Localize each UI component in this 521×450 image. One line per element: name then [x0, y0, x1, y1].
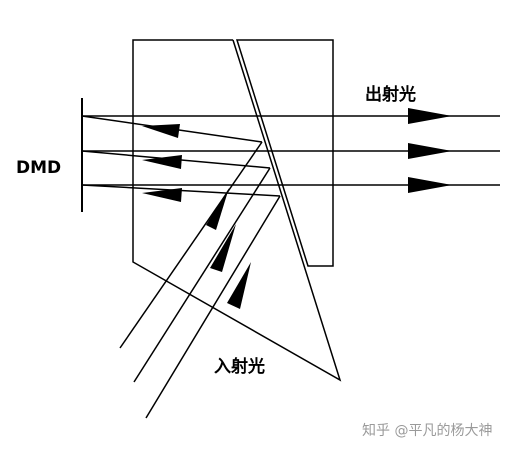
input-arrow-2 [210, 224, 236, 272]
right-prism [235, 39, 334, 267]
output-arrow-bottom [408, 177, 452, 193]
input-beam-3 [145, 195, 281, 419]
left-prism [132, 39, 342, 382]
input-beam-1 [119, 141, 263, 349]
output-arrow-middle [408, 143, 452, 159]
output-arrow-top [408, 108, 452, 124]
output-arrows [408, 108, 452, 193]
input-light-label: 入射光 [214, 356, 265, 377]
reflected-arrows [142, 124, 182, 202]
reflected-arrow-top [142, 124, 180, 138]
reflected-arrow-bottom [142, 188, 182, 202]
output-light-label: 出射光 [365, 84, 416, 105]
input-arrow-1 [206, 188, 229, 230]
dmd-label: DMD [16, 158, 61, 178]
input-beam-2 [133, 167, 271, 383]
input-arrows [206, 188, 251, 309]
watermark: 知乎 @平凡的杨大神 [362, 422, 492, 439]
input-arrow-3 [227, 262, 251, 309]
reflected-arrow-middle [142, 155, 182, 169]
input-beams [119, 141, 281, 419]
